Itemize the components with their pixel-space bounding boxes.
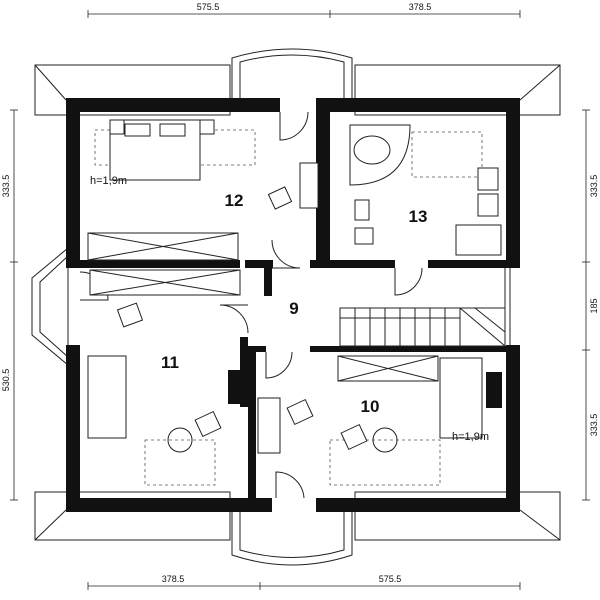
desk: [257, 397, 281, 454]
dim-label-right-top: 333.5: [589, 175, 599, 198]
roof-overhang-bottom-left: [34, 491, 231, 541]
single-bed: [439, 357, 483, 439]
desk: [299, 162, 319, 209]
top-dormer-inner: [239, 54, 345, 100]
dim-label-top-left: 575.5: [197, 2, 220, 12]
wall: [248, 346, 266, 352]
top-dormer-outline: [231, 48, 353, 100]
interior-walls: [80, 98, 506, 500]
wall: [316, 98, 330, 264]
chair: [267, 186, 293, 210]
room-label-13: 13: [409, 207, 428, 226]
chimney: [228, 370, 246, 404]
wall: [80, 260, 240, 268]
stair-line: [459, 307, 506, 347]
wall: [66, 98, 80, 268]
dim-label-right-bottom: 333.5: [589, 414, 599, 437]
wall: [316, 498, 520, 512]
toilet: [354, 227, 374, 245]
staircase: [339, 268, 511, 347]
wall: [248, 352, 256, 500]
round-table: [372, 427, 398, 453]
room-13-furniture: [349, 124, 502, 256]
nightstand: [109, 119, 125, 135]
dimension-lines: [10, 10, 590, 590]
dashed-zone: [144, 439, 216, 486]
room-label-10: 10: [361, 397, 380, 416]
roof-overhangs: [34, 64, 561, 541]
left-bay-window: [31, 246, 69, 367]
roof-overhang-top-left: [34, 64, 231, 116]
staircase-outline: [339, 307, 506, 347]
roof-line: [34, 509, 67, 541]
bay-window-outline: [31, 246, 69, 367]
wardrobe-cross: [337, 355, 439, 382]
wardrobe-cross: [87, 232, 239, 261]
round-table: [167, 427, 193, 453]
roof-line: [34, 64, 67, 101]
pillow: [124, 123, 151, 137]
top-dormer: [231, 48, 353, 100]
room-label-11: 11: [161, 353, 179, 372]
dim-label-left-bottom: 530.5: [1, 369, 11, 392]
bay-window-inner: [39, 254, 69, 359]
height-note-room-10: h=1,9m: [452, 431, 489, 443]
chair: [116, 302, 144, 328]
nightstand: [199, 119, 215, 135]
shower: [455, 224, 502, 256]
door-swing: [265, 351, 293, 379]
pillow: [159, 123, 186, 137]
chair: [194, 410, 222, 438]
room-12-furniture: [87, 119, 319, 261]
wall: [506, 345, 520, 512]
roof-line: [519, 509, 561, 541]
door-swing: [279, 111, 309, 141]
sink: [477, 167, 499, 191]
single-bed: [87, 355, 127, 439]
stair-line: [474, 307, 506, 333]
wall: [428, 260, 506, 268]
chair: [340, 423, 368, 451]
exterior-walls: [66, 98, 520, 512]
door-swing: [275, 471, 305, 499]
room-label-12: 12: [225, 191, 244, 210]
room-10-furniture: [257, 355, 483, 486]
wall: [245, 260, 273, 268]
chair: [286, 398, 314, 426]
sink: [477, 193, 499, 217]
height-note-room-12: h=1,9m: [90, 175, 127, 187]
chimney: [486, 372, 502, 408]
door-swing: [219, 304, 249, 334]
wall: [310, 260, 395, 268]
room-label-9: 9: [289, 299, 298, 318]
wall: [506, 98, 520, 268]
door-swing: [271, 239, 301, 269]
bottom-dormer: [231, 512, 353, 566]
dim-label-left-top: 333.5: [1, 175, 11, 198]
room-11-furniture: [87, 269, 241, 486]
wall: [264, 260, 272, 296]
bottom-dormer-inner: [239, 512, 345, 558]
wall: [66, 98, 280, 112]
dashed-zone: [329, 439, 441, 486]
dim-label-bottom-right: 575.5: [379, 574, 402, 584]
wall: [66, 498, 272, 512]
corner-bathtub: [349, 124, 411, 186]
bidet: [354, 199, 370, 221]
bottom-dormer-outline: [231, 512, 353, 566]
dim-label-bottom-left: 378.5: [162, 574, 185, 584]
dashed-zone: [411, 131, 483, 178]
wall: [66, 345, 80, 512]
dim-label-right-middle: 185: [589, 298, 599, 313]
dim-label-top-right: 378.5: [409, 2, 432, 12]
door-swing: [394, 267, 423, 296]
wardrobe-cross: [89, 269, 241, 296]
wall: [310, 346, 506, 352]
roof-line: [519, 64, 561, 101]
tub-basin: [353, 135, 391, 165]
wall: [316, 98, 520, 112]
